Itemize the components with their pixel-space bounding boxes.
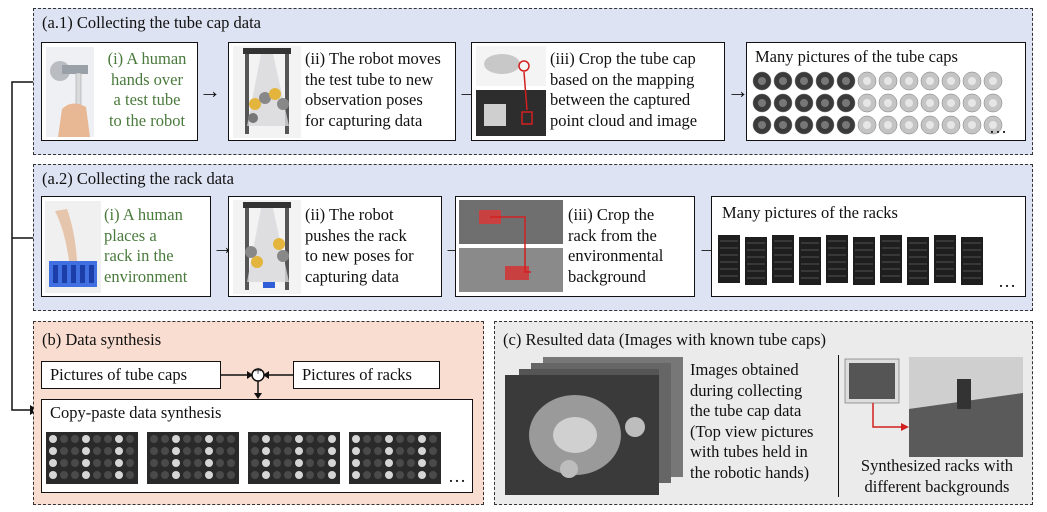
tube-cap-thumb [773, 115, 793, 135]
tube-cap-thumb [899, 93, 919, 113]
tube-cap-thumb [836, 71, 856, 91]
a1-step1-text: (i) A human hands over a test tube to th… [107, 49, 187, 130]
rack-thumb [934, 235, 956, 283]
tube-cap-thumb [962, 115, 982, 135]
panel-a1-title: (a.1) Collecting the tube cap data [42, 13, 261, 32]
a1-result-box: Many pictures of the tube caps … [746, 42, 1026, 141]
tube-cap-thumb [941, 71, 961, 91]
a2-step3-text: (iii) Crop the rack from the environment… [568, 205, 664, 286]
b-input-racks: Pictures of racks [293, 361, 440, 389]
b-output-box: Copy-paste data synthesis … [41, 399, 473, 493]
synth-rack-thumb [147, 432, 239, 484]
tube-cap-thumb [752, 71, 772, 91]
rack-thumb [772, 235, 794, 283]
robot-observation-image [233, 46, 301, 138]
tube-cap-thumb [752, 93, 772, 113]
rack-thumb [880, 235, 902, 283]
tube-cap-thumb [878, 71, 898, 91]
tube-cap-thumb [752, 115, 772, 135]
tube-cap-thumb [962, 93, 982, 113]
tube-cap-thumb [773, 71, 793, 91]
panel-a2-title: (a.2) Collecting the rack data [42, 169, 234, 188]
a1-step1-box: (i) A human hands over a test tube to th… [41, 42, 198, 141]
a1-result-title: Many pictures of the tube caps [755, 47, 958, 66]
rack-thumb [907, 237, 929, 285]
a2-result-title: Many pictures of the racks [722, 203, 898, 222]
synth-rack-thumb [46, 432, 138, 484]
tube-cap-thumb [815, 115, 835, 135]
synth-rack-thumb [349, 432, 441, 484]
tube-cap-thumb [983, 115, 1003, 135]
c-divider [838, 355, 839, 497]
tube-cap-thumb [794, 71, 814, 91]
racks-image-row [718, 235, 983, 285]
a2-step2-box: (ii) The robot pushes the rack to new po… [228, 196, 442, 297]
b-ellipsis: … [448, 466, 466, 486]
plus-operator-icon [221, 368, 293, 399]
tube-cap-thumb [857, 115, 877, 135]
tube-cap-thumb [815, 71, 835, 91]
a1-step2-text: (ii) The robot moves the test tube to ne… [305, 49, 441, 130]
a2-ellipsis: … [998, 271, 1016, 291]
tube-cap-thumb [983, 71, 1003, 91]
tube-cap-thumb [878, 115, 898, 135]
arrow-a1-1: → [199, 78, 221, 103]
tube-cap-thumb [920, 115, 940, 135]
crop-mapping-image [476, 46, 546, 136]
synth-rack-thumb [248, 432, 340, 484]
tube-cap-thumb [899, 115, 919, 135]
human-hand-tube-image [46, 47, 94, 137]
top-view-images-stack [505, 357, 683, 495]
tube-cap-thumb [836, 115, 856, 135]
crop-rack-image [459, 200, 563, 292]
rack-thumb [745, 237, 767, 285]
plus-sign: + [254, 363, 262, 378]
tube-cap-thumb [941, 93, 961, 113]
rack-thumb [961, 237, 983, 285]
tube-cap-thumb [962, 71, 982, 91]
tube-cap-thumb [941, 115, 961, 135]
synthesized-rack-images [46, 432, 441, 484]
a1-step3-text: (iii) Crop the tube cap based on the map… [550, 49, 698, 130]
a1-step2-box: (ii) The robot moves the test tube to ne… [228, 42, 456, 141]
arrow-a1-3: → [727, 78, 749, 103]
rack-thumb [718, 235, 740, 283]
rack-thumb [826, 235, 848, 283]
human-places-rack-image [45, 201, 101, 293]
rack-thumb [853, 237, 875, 285]
a1-step3-box: (iii) Crop the tube cap based on the map… [471, 42, 725, 141]
tube-cap-thumb [920, 71, 940, 91]
tube-cap-thumb [857, 93, 877, 113]
tube-cap-thumb [920, 93, 940, 113]
tube-caps-image-grid [752, 71, 1003, 135]
a2-result-box: Many pictures of the racks … [711, 196, 1026, 297]
tube-cap-thumb [773, 93, 793, 113]
a2-step2-text: (ii) The robot pushes the rack to new po… [305, 205, 414, 286]
tube-cap-thumb [794, 93, 814, 113]
c-right-text: Synthesized racks with different backgro… [860, 456, 1014, 496]
a1-ellipsis: … [989, 117, 1007, 137]
tube-cap-thumb [815, 93, 835, 113]
a2-step3-box: (iii) Crop the rack from the environment… [455, 196, 695, 297]
a2-step1-text: (i) A human places a rack in the environ… [104, 205, 188, 286]
synthesized-background-image [844, 357, 1023, 457]
tube-cap-thumb [983, 93, 1003, 113]
b-input-tube-caps: Pictures of tube caps [41, 361, 221, 389]
robot-pushes-rack-image [233, 200, 301, 294]
tube-cap-thumb [836, 93, 856, 113]
panel-c-title: (c) Resulted data (Images with known tub… [503, 330, 827, 349]
tube-cap-thumb [794, 115, 814, 135]
tube-cap-thumb [899, 71, 919, 91]
panel-b-title: (b) Data synthesis [42, 330, 162, 349]
rack-thumb [799, 237, 821, 285]
a2-step1-box: (i) A human places a rack in the environ… [41, 196, 211, 297]
tube-cap-thumb [878, 93, 898, 113]
c-left-text: Images obtained during collecting the tu… [690, 360, 814, 482]
tube-cap-thumb [857, 71, 877, 91]
